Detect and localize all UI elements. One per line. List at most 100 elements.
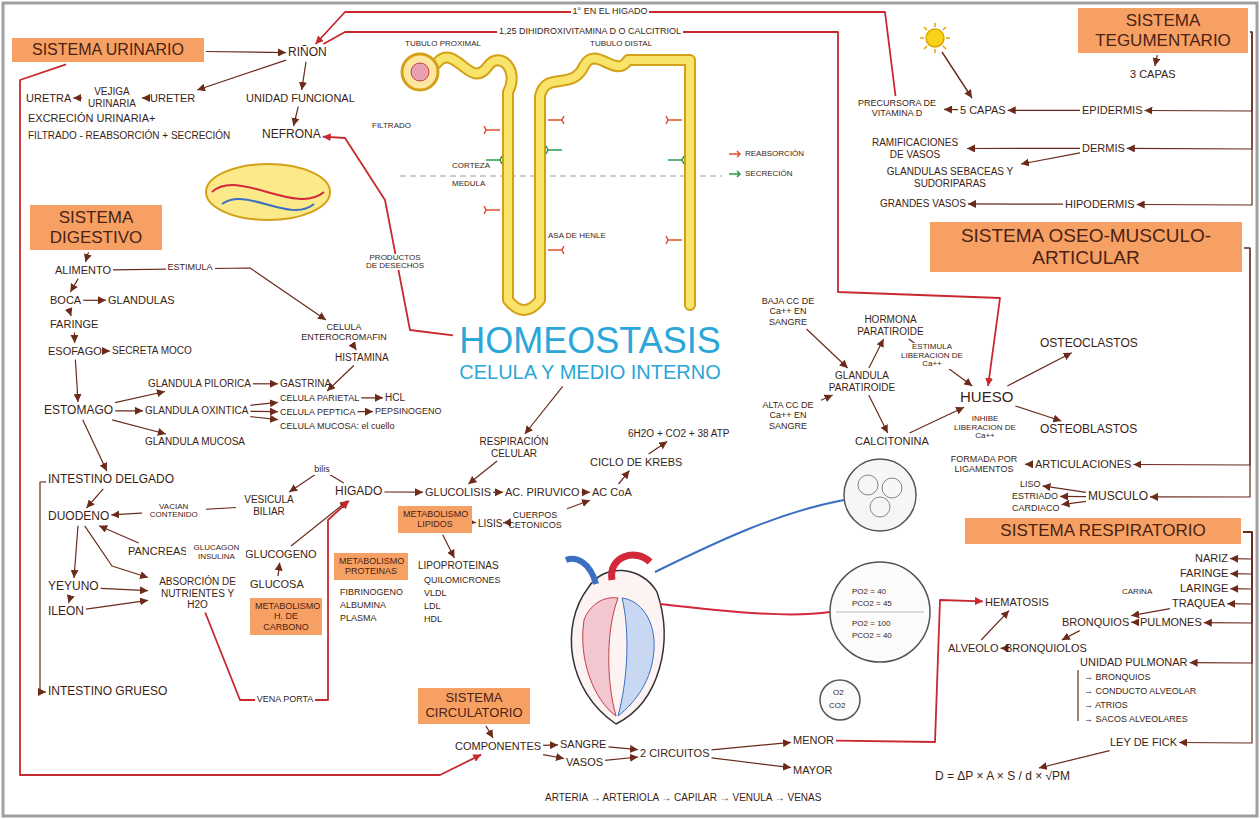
annotation-label: MEDULA [452, 180, 485, 189]
node-text: PEPSINOGENO [375, 406, 442, 416]
concept-text: UNIDAD PULMONAR [1080, 656, 1188, 669]
connector [486, 726, 493, 738]
concept-text: HEMATOSIS [985, 596, 1049, 609]
connector-label: 1° EN EL HIGADO [571, 7, 650, 16]
node-text: ESTOMAGO [44, 404, 113, 418]
concept-text: PEPSINOGENO [375, 406, 442, 416]
connector [361, 397, 383, 398]
concept-text: 3 CAPAS [1130, 68, 1176, 81]
connector [836, 600, 983, 742]
connector [73, 97, 82, 98]
connector [384, 491, 423, 492]
legend-arrow-line [729, 151, 740, 157]
connector [1179, 532, 1252, 743]
annotation-label: FILTRADO [372, 122, 411, 131]
connector [1062, 501, 1087, 504]
afferent-vessel [212, 185, 324, 199]
connector [649, 442, 668, 455]
connector [316, 12, 896, 96]
annotation-label: PO2 = 100 [852, 620, 890, 629]
node-text: VESICULA BILIAR [238, 494, 300, 517]
node-text: LEY DE FICK [1110, 736, 1177, 749]
connector [869, 339, 884, 368]
node-text: GASTRINA [280, 378, 331, 390]
node-text: HUESO [960, 388, 1013, 405]
concept-text: RESPIRACIÓN CELULAR [478, 436, 550, 459]
connector [1039, 751, 1110, 768]
connector [1131, 622, 1138, 623]
concept-text: LIPOPROTEINAS [418, 560, 499, 572]
node-text: NARIZ [1195, 552, 1228, 565]
concept-text: GRANDES VASOS [880, 198, 966, 210]
node-text: D = ΔP × A × S / d × √PM [935, 770, 1070, 784]
concept-text: GLANDULA PARATIROIDE [822, 370, 902, 393]
capsule-sketch [206, 164, 330, 220]
node-text: MAYOR [793, 764, 833, 777]
concept-text: CUERPOS CETONICOS [505, 510, 565, 531]
concept-text: DERMIS [1082, 142, 1125, 155]
concept-text: GLANDULA OXINTICA [145, 405, 248, 417]
concept-text: LISIS [478, 518, 502, 530]
concept-text: URETRA [26, 92, 71, 105]
concept-text: HIPODERMIS [1065, 198, 1135, 211]
node-text: SISTEMA URINARIO [17, 41, 199, 59]
concept-text: CELULA MUCOSA: el cuello [280, 421, 395, 431]
glomerulus [411, 63, 429, 81]
node-text: RAMIFICACIONES DE VASOS [865, 137, 965, 160]
node-text: SISTEMA TEGUMENTARIO [1083, 11, 1243, 50]
node-text: FARINGE [1180, 567, 1228, 580]
node-text: ALTA CC DE Ca++ EN SANGRE [757, 400, 819, 431]
concept-text: VEJIGA URINARIA [84, 86, 140, 109]
concept-text: MUSCULO [1088, 490, 1148, 504]
tubule-outline [436, 57, 690, 310]
node-text: MENOR [793, 734, 834, 747]
heart-outline [571, 570, 664, 724]
connector [86, 600, 148, 609]
connector [609, 747, 639, 750]
connector [493, 492, 503, 493]
connector [250, 411, 278, 413]
connector [981, 611, 1009, 640]
aorta [612, 555, 650, 580]
concept-text: D = ΔP × A × S / d × √PM [935, 770, 1070, 784]
concept-text: EPIDERMIS [1082, 104, 1143, 117]
connector [70, 279, 78, 292]
connector [115, 410, 143, 411]
node-text: GLANDULA MUCOSA [145, 436, 245, 448]
concept-text: CICLO DE KREBS [590, 456, 682, 469]
annotation-label: → ATRIOS [1084, 701, 1128, 711]
concept-text: ILEON [48, 605, 84, 619]
connector [69, 596, 71, 603]
concept-text: URETER [150, 92, 195, 105]
connector [197, 60, 286, 90]
legend-arrow-line [729, 171, 740, 177]
legend-text: REABSORCIÓN [745, 149, 804, 158]
system-box: SISTEMA URINARIO [12, 38, 204, 62]
concept-text: LISO [1020, 479, 1041, 489]
node-text: GLANDULAS [108, 294, 175, 307]
concept-text: GLUCOLISIS [425, 486, 491, 499]
node-text: YEYUNO [48, 580, 99, 594]
node-text: HOMEOSTASIS [455, 320, 725, 361]
concept-text: COMPONENTES [455, 740, 541, 753]
connector [86, 252, 89, 262]
connector [567, 500, 590, 508]
node-text: CELULA ENTEROCROMAFIN [300, 322, 388, 343]
legend-entry: REABSORCIÓN [728, 150, 804, 159]
connector [104, 351, 110, 352]
node-subtext: CELULA Y MEDIO INTERNO [455, 361, 725, 384]
legend-entry: SECRECIÓN [728, 170, 793, 179]
concept-text: EXCRECIÓN URINARIA+ [28, 112, 155, 125]
connector [294, 107, 299, 126]
central-concept: HOMEOSTASISCELULA Y MEDIO INTERNO [455, 320, 725, 384]
node-text: 2 CIRCUITOS [640, 747, 709, 760]
concept-text: DUODENO [48, 510, 109, 524]
node-text: SISTEMA RESPIRATORIO [970, 521, 1236, 541]
node-text: RIÑON [288, 46, 327, 60]
connector [1001, 648, 1004, 649]
concept-text: MAYOR [793, 764, 833, 777]
connector [69, 309, 72, 316]
concept-text: CALCITONINA [855, 435, 929, 448]
concept-text: VESICULA BILIAR [238, 494, 300, 517]
concept-text: GLANDULA PILORICA [148, 378, 251, 390]
